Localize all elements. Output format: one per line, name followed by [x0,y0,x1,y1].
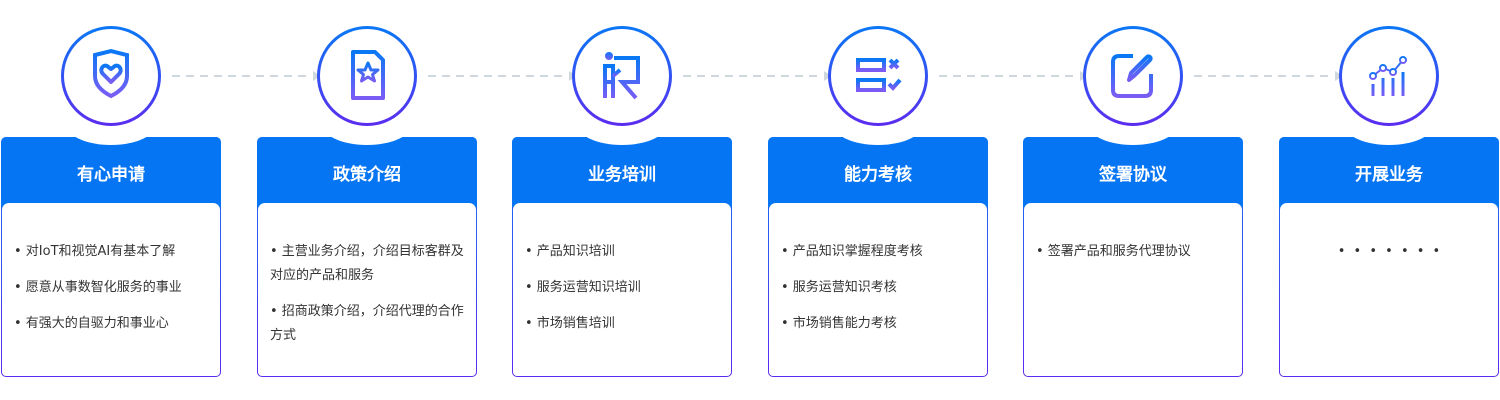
list-item: • 服务运营知识培训 [525,280,641,295]
header-notch [1088,137,1178,145]
list-item: • 签署产品和服务代理协议 [1036,244,1191,259]
list-item: • 产品知识培训 [525,244,615,259]
step-4: 能力考核 • 产品知识掌握程度考核 • 服务运营知识考核 • 市场销售能力考核 [768,0,988,400]
step-card-body: • 主营业务介绍，介绍目标客群及对应的产品和服务 • 招商政策介绍，介绍代理的合作… [258,203,476,376]
step-card: 有心申请 • 对IoT和视觉AI有基本了解 • 愿意从事数智化服务的事业 • 有强大… [1,137,221,377]
header-notch [322,137,412,145]
step-icon-circle [61,26,161,126]
step-card-header: 业务培训 [512,137,732,207]
list-item: • 市场销售能力考核 [781,316,897,331]
dashed-arrow-icon [172,71,321,81]
step-icon-circle [828,26,928,126]
step-title: 政策介绍 [333,165,401,185]
step-card-header: 开展业务 [1279,137,1499,207]
step-title: 有心申请 [77,165,145,185]
document-star-icon [351,50,385,100]
step-card: 政策介绍 • 主营业务介绍，介绍目标客群及对应的产品和服务 • 招商政策介绍，介绍… [257,137,477,377]
shield-heart-icon [93,48,129,99]
step-card: 开展业务 • • • • • • • [1279,137,1499,377]
step-2: 政策介绍 • 主营业务介绍，介绍目标客群及对应的产品和服务 • 招商政策介绍，介绍… [257,0,477,400]
step-icon-circle [1083,26,1183,126]
dashed-arrow-icon [683,71,832,81]
dashed-arrow-icon [939,71,1088,81]
step-icon-circle [572,26,672,126]
step-card-body: • • • • • • • [1280,203,1498,376]
presenter-board-icon [603,52,640,100]
step-card-header: 签署协议 [1023,137,1243,207]
step-title: 签署协议 [1099,165,1167,185]
list-item: • 服务运营知识考核 [781,280,897,295]
step-card-body: • 对IoT和视觉AI有基本了解 • 愿意从事数智化服务的事业 • 有强大的自驱力和… [2,203,220,376]
header-notch [833,137,923,145]
list-item: • 市场销售培训 [525,316,615,331]
checklist-icon [856,58,902,92]
list-item: • 招商政策介绍，介绍代理的合作方式 [270,304,464,343]
step-card: 业务培训 • 产品知识培训 • 服务运营知识培训 • 市场销售培训 [512,137,732,377]
step-card-body: • 产品知识培训 • 服务运营知识培训 • 市场销售培训 [513,203,731,376]
list-item: • 对IoT和视觉AI有基本了解 [14,244,176,259]
list-item: • 有强大的自驱力和事业心 [14,316,169,331]
chart-growth-icon [1369,56,1409,98]
step-card-header: 政策介绍 [257,137,477,207]
dashed-arrow-icon [428,71,577,81]
step-3: 业务培训 • 产品知识培训 • 服务运营知识培训 • 市场销售培训 [512,0,732,400]
step-card-header: 能力考核 [768,137,988,207]
header-notch [1344,137,1434,145]
list-item: • 主营业务介绍，介绍目标客群及对应的产品和服务 [270,244,464,283]
list-item: • 愿意从事数智化服务的事业 [14,280,182,295]
step-1: 有心申请 • 对IoT和视觉AI有基本了解 • 愿意从事数智化服务的事业 • 有强大… [1,0,221,400]
list-item: • 产品知识掌握程度考核 [781,244,923,259]
header-notch [66,137,156,145]
step-card-body: • 产品知识掌握程度考核 • 服务运营知识考核 • 市场销售能力考核 [769,203,987,376]
step-6: 开展业务 • • • • • • • [1279,0,1499,400]
step-title: 能力考核 [844,165,912,185]
step-card: 签署协议 • 签署产品和服务代理协议 [1023,137,1243,377]
step-title: 业务培训 [588,165,656,185]
dashed-arrow-icon [1194,71,1343,81]
step-card-header: 有心申请 [1,137,221,207]
step-card: 能力考核 • 产品知识掌握程度考核 • 服务运营知识考核 • 市场销售能力考核 [768,137,988,377]
ellipsis: • • • • • • • [1337,244,1443,259]
header-notch [577,137,667,145]
step-card-body: • 签署产品和服务代理协议 [1024,203,1242,376]
edit-square-icon [1111,54,1153,98]
step-5: 签署协议 • 签署产品和服务代理协议 [1023,0,1243,400]
step-icon-circle [1339,26,1439,126]
step-icon-circle [317,26,417,126]
step-title: 开展业务 [1355,165,1423,185]
